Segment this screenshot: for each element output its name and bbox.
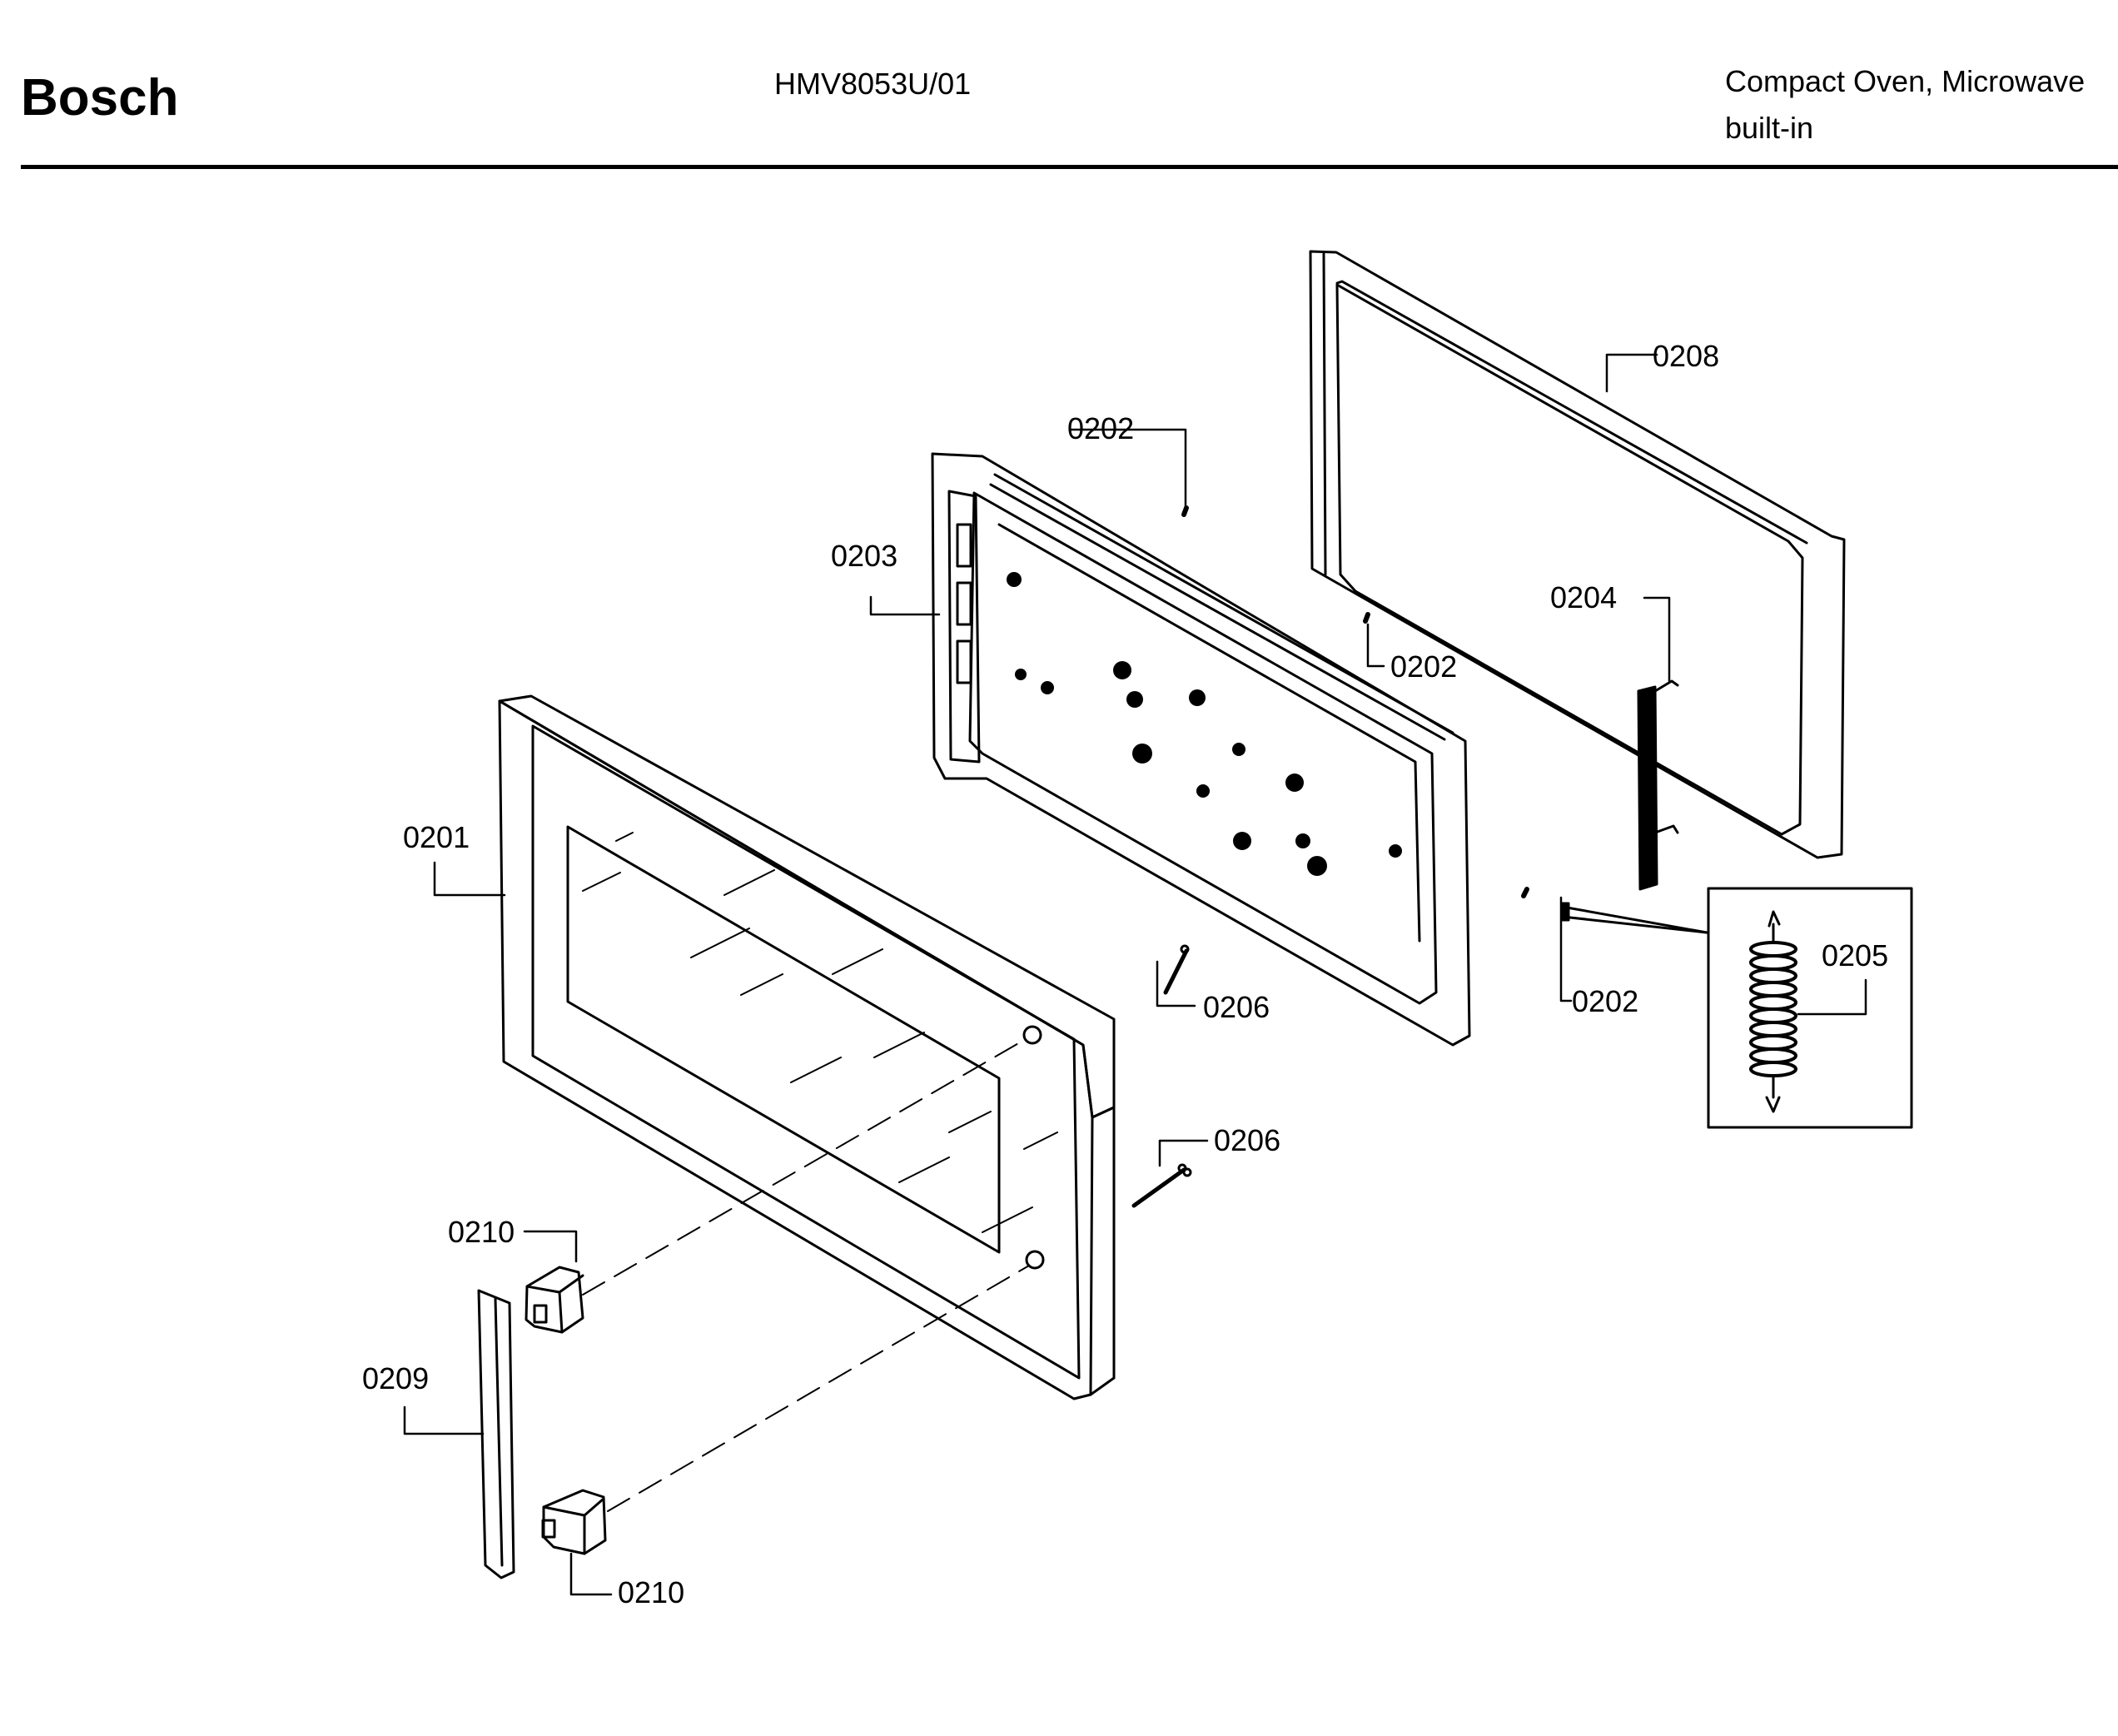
part-0208-door-frame — [1309, 250, 1846, 859]
description-line-1: Compact Oven, Microwave — [1725, 64, 2086, 98]
product-description: Compact Oven, Microwave built-in — [1725, 58, 2085, 152]
label-0202-top: 0202 — [1067, 411, 1134, 445]
label-0206-lower: 0206 — [1214, 1123, 1280, 1157]
panel-perforation-marks — [1007, 572, 1402, 876]
label-0206-upper: 0206 — [1203, 990, 1270, 1024]
part-0203-inner-panel — [931, 452, 1471, 1047]
label-0201: 0201 — [403, 820, 470, 854]
alignment-lines — [582, 1038, 1030, 1512]
label-0209: 0209 — [362, 1361, 429, 1395]
part-0206-pins — [1131, 944, 1192, 1208]
label-0210-bottom: 0210 — [618, 1575, 684, 1609]
label-0204: 0204 — [1550, 580, 1617, 614]
part-0205-spring-inset — [1560, 887, 1913, 1129]
model-number: HMV8053U/01 — [774, 67, 972, 101]
part-0209-handle — [477, 1289, 515, 1579]
label-0205: 0205 — [1822, 938, 1888, 972]
label-0202-bottom: 0202 — [1572, 984, 1638, 1018]
part-0204-bracket — [1637, 679, 1679, 891]
leader-lines — [403, 353, 1867, 1596]
glass-reflections — [582, 832, 1058, 1233]
header-rule — [21, 165, 2118, 169]
label-0208: 0208 — [1653, 339, 1719, 373]
label-0202-mid: 0202 — [1390, 649, 1457, 684]
part-0210-caps — [525, 1266, 607, 1555]
label-0210-top: 0210 — [448, 1215, 515, 1249]
description-line-2: built-in — [1725, 111, 1814, 145]
part-0201-front-door — [498, 694, 1116, 1400]
label-0203: 0203 — [831, 539, 897, 573]
part-0202-screws — [1181, 505, 1529, 898]
brand-name: Bosch — [21, 69, 179, 127]
